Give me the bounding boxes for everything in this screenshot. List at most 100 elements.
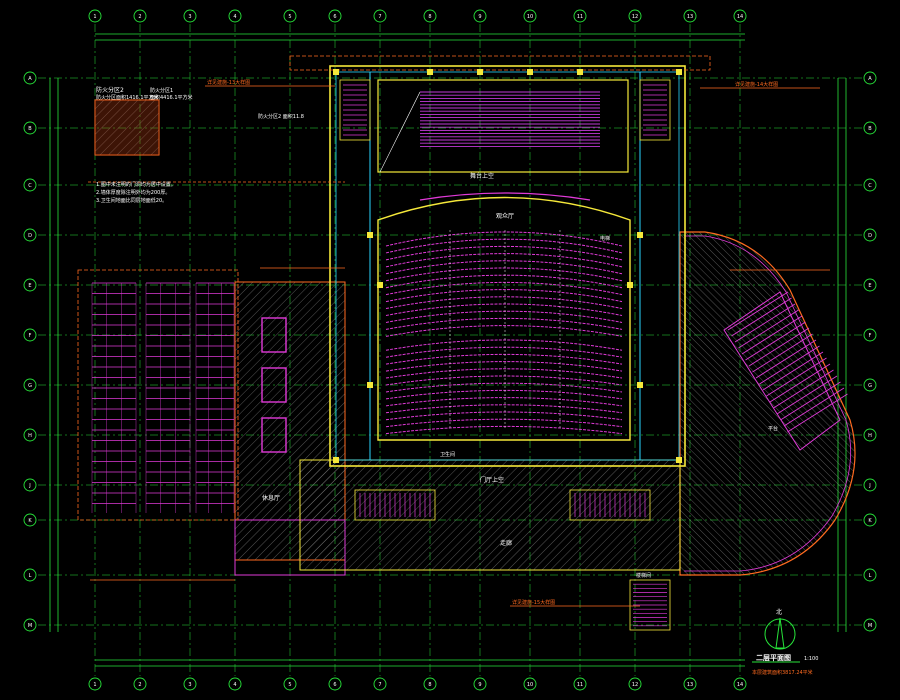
svg-text:G: G <box>28 383 32 389</box>
lobby-label: 门厅上空 <box>480 476 504 484</box>
column <box>333 69 339 75</box>
seat-row <box>385 346 623 358</box>
svg-text:1: 1 <box>93 14 96 20</box>
seat-block-outline <box>723 291 841 451</box>
legend-block <box>94 99 160 156</box>
grid-bubble-top: 8 <box>423 9 437 23</box>
grid-bubble-right: A <box>863 71 877 85</box>
seat-row <box>731 297 792 337</box>
grid-bubble-bottom: 7 <box>373 677 387 691</box>
column <box>527 69 533 75</box>
seat-row <box>385 425 623 435</box>
seat-row <box>745 321 806 361</box>
svg-text:13: 13 <box>687 14 693 20</box>
seat-row <box>385 404 623 414</box>
seat-row <box>741 315 803 355</box>
grid-bubble-left: L <box>23 568 37 582</box>
svg-text:11: 11 <box>577 14 583 20</box>
grid-bubble-bottom: 5 <box>283 677 297 691</box>
callout-bottom: 详见建施-15大样图 <box>512 599 555 606</box>
elevator-label: 电梯 <box>600 235 610 242</box>
svg-text:C: C <box>28 183 32 189</box>
stair-towers <box>339 79 671 631</box>
svg-text:A: A <box>868 76 872 82</box>
seat-row <box>385 281 623 296</box>
wc-label: 卫生间 <box>440 451 455 458</box>
column <box>577 69 583 75</box>
left-hall-seating <box>77 269 239 521</box>
auditorium <box>377 192 631 441</box>
hall-label: 观众厅 <box>496 213 514 220</box>
right-lobby-zone <box>679 231 856 576</box>
column <box>333 457 339 463</box>
svg-text:M: M <box>28 623 32 629</box>
grid-bubble-right: H <box>863 428 877 442</box>
grid-bubble-bottom: 11 <box>573 677 587 691</box>
svg-text:F: F <box>869 333 872 339</box>
grid-bubble-top: 12 <box>628 9 642 23</box>
svg-text:1: 1 <box>93 682 96 688</box>
legend-line3: 面积4416.1平方米 <box>150 94 193 101</box>
grid-bubble-bottom: 12 <box>628 677 642 691</box>
grid-bubble-top: 11 <box>573 9 587 23</box>
column <box>427 69 433 75</box>
svg-text:K: K <box>28 518 32 524</box>
seat-row <box>385 375 623 386</box>
seat-row <box>385 389 623 400</box>
svg-text:L: L <box>29 573 32 579</box>
seat-row <box>385 418 623 428</box>
grid-bubble-left: E <box>23 278 37 292</box>
platform-label: 平台 <box>768 425 778 432</box>
seat-row <box>385 310 623 323</box>
svg-text:6: 6 <box>333 14 336 20</box>
drawing-scale: 1:100 <box>804 656 818 662</box>
svg-text:7: 7 <box>378 682 381 688</box>
seat-row <box>385 296 623 310</box>
column <box>637 232 643 238</box>
grid-bubble-top: 14 <box>733 9 747 23</box>
general-note-1: 1.图中未注明的门洞均为居中设置。 <box>96 181 176 188</box>
seat-row <box>385 411 623 421</box>
seat-row <box>787 393 848 433</box>
svg-text:D: D <box>28 233 32 239</box>
grid-bubble-right: L <box>863 568 877 582</box>
svg-text:E: E <box>868 283 871 289</box>
seat-row <box>385 267 623 282</box>
stage-label: 舞台上空 <box>470 172 494 180</box>
seat-row <box>385 260 623 275</box>
grid-bubble-top: 10 <box>523 9 537 23</box>
grid-bubble-bottom: 13 <box>683 677 697 691</box>
drawing-subtitle: 本层建筑面积3817.24平米 <box>752 669 813 676</box>
leader-lines <box>88 85 830 607</box>
seat-row <box>780 381 841 421</box>
svg-text:9: 9 <box>478 682 481 688</box>
grid-bubble-top: 7 <box>373 9 387 23</box>
callout-left: 详见建施-13大样图 <box>207 79 250 86</box>
seat-row <box>385 238 623 254</box>
grid-bubble-right: M <box>863 618 877 632</box>
svg-text:10: 10 <box>527 14 533 20</box>
grid-bubble-right: G <box>863 378 877 392</box>
seat-row <box>385 303 623 316</box>
column <box>676 69 682 75</box>
svg-text:11: 11 <box>577 682 583 688</box>
column <box>377 282 383 288</box>
seat-row <box>727 291 789 331</box>
grid-bubble-top: 13 <box>683 9 697 23</box>
seat-row <box>734 303 796 343</box>
grid-bubble-left: H <box>23 428 37 442</box>
svg-text:12: 12 <box>632 14 638 20</box>
grid-bubble-bottom: 4 <box>228 677 242 691</box>
grid-bubble-bottom: 1 <box>88 677 102 691</box>
column-markers <box>333 69 682 463</box>
seat-row <box>385 325 623 337</box>
seat-row <box>385 353 623 365</box>
grid-bubble-left: D <box>23 228 37 242</box>
grid-bubble-left: A <box>23 71 37 85</box>
svg-text:J: J <box>868 483 870 489</box>
seat-row <box>385 245 623 261</box>
